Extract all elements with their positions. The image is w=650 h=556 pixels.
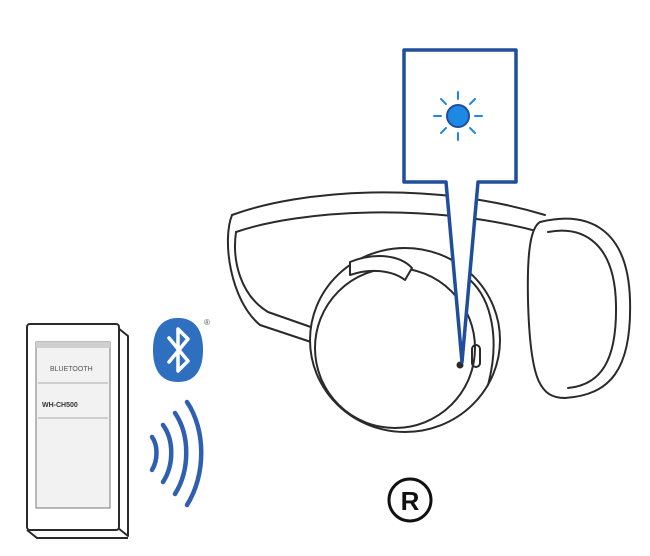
phone-header-text: BLUETOOTH [50, 366, 93, 373]
right-ear-cup-outer [526, 217, 632, 399]
phone-list-item: WH-CH500 [42, 402, 78, 409]
right-ear-cup-inner [547, 229, 618, 389]
bluetooth-icon [153, 318, 203, 382]
left-ear-cup-rim [309, 247, 501, 433]
headphones [226, 191, 632, 433]
label-letter: R [401, 486, 420, 516]
smartphone: BLUETOOTH WH-CH500 [26, 323, 129, 539]
headband-outer [231, 191, 546, 216]
bluetooth-registered-mark: ® [204, 318, 210, 327]
led-indicator-icon [433, 91, 483, 141]
headband-left-arm-inner [234, 231, 326, 333]
headband-left-arm [226, 214, 321, 346]
side-button [471, 344, 481, 368]
registered-circle-icon: R [387, 477, 433, 523]
signal-waves-icon [149, 399, 204, 508]
led-callout [402, 48, 518, 364]
phone-screen [35, 341, 111, 509]
callout-frame [402, 48, 518, 364]
left-ear-cup-side [469, 279, 495, 386]
hinge [349, 255, 413, 281]
headband-inner [235, 211, 541, 233]
led-dot [456, 361, 464, 369]
